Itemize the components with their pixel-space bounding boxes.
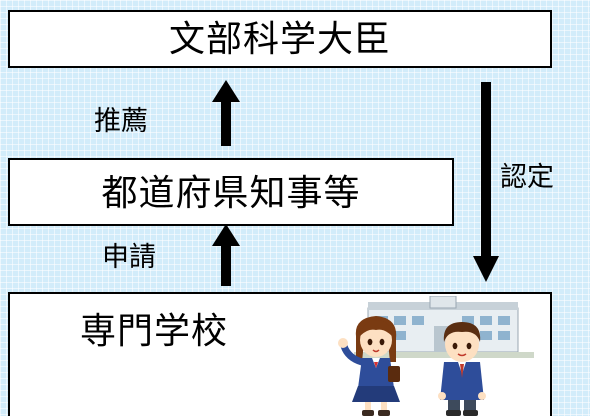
recommend-arrow (212, 80, 240, 146)
student-boy-icon (438, 322, 486, 416)
recommend-label: 推薦 (94, 106, 148, 137)
governor-label: 都道府県知事等 (101, 173, 361, 214)
minister-label: 文部科学大臣 (168, 19, 391, 60)
apply-label: 申請 (102, 242, 156, 273)
governor-box: 都道府県知事等 (8, 158, 454, 226)
school-label: 専門学校 (79, 311, 228, 352)
certify-arrow (473, 82, 499, 282)
certify-label: 認定 (500, 162, 554, 193)
apply-arrow (212, 224, 240, 286)
school-illustration (338, 296, 534, 416)
student-girl-icon (338, 316, 400, 416)
minister-box: 文部科学大臣 (8, 10, 552, 68)
